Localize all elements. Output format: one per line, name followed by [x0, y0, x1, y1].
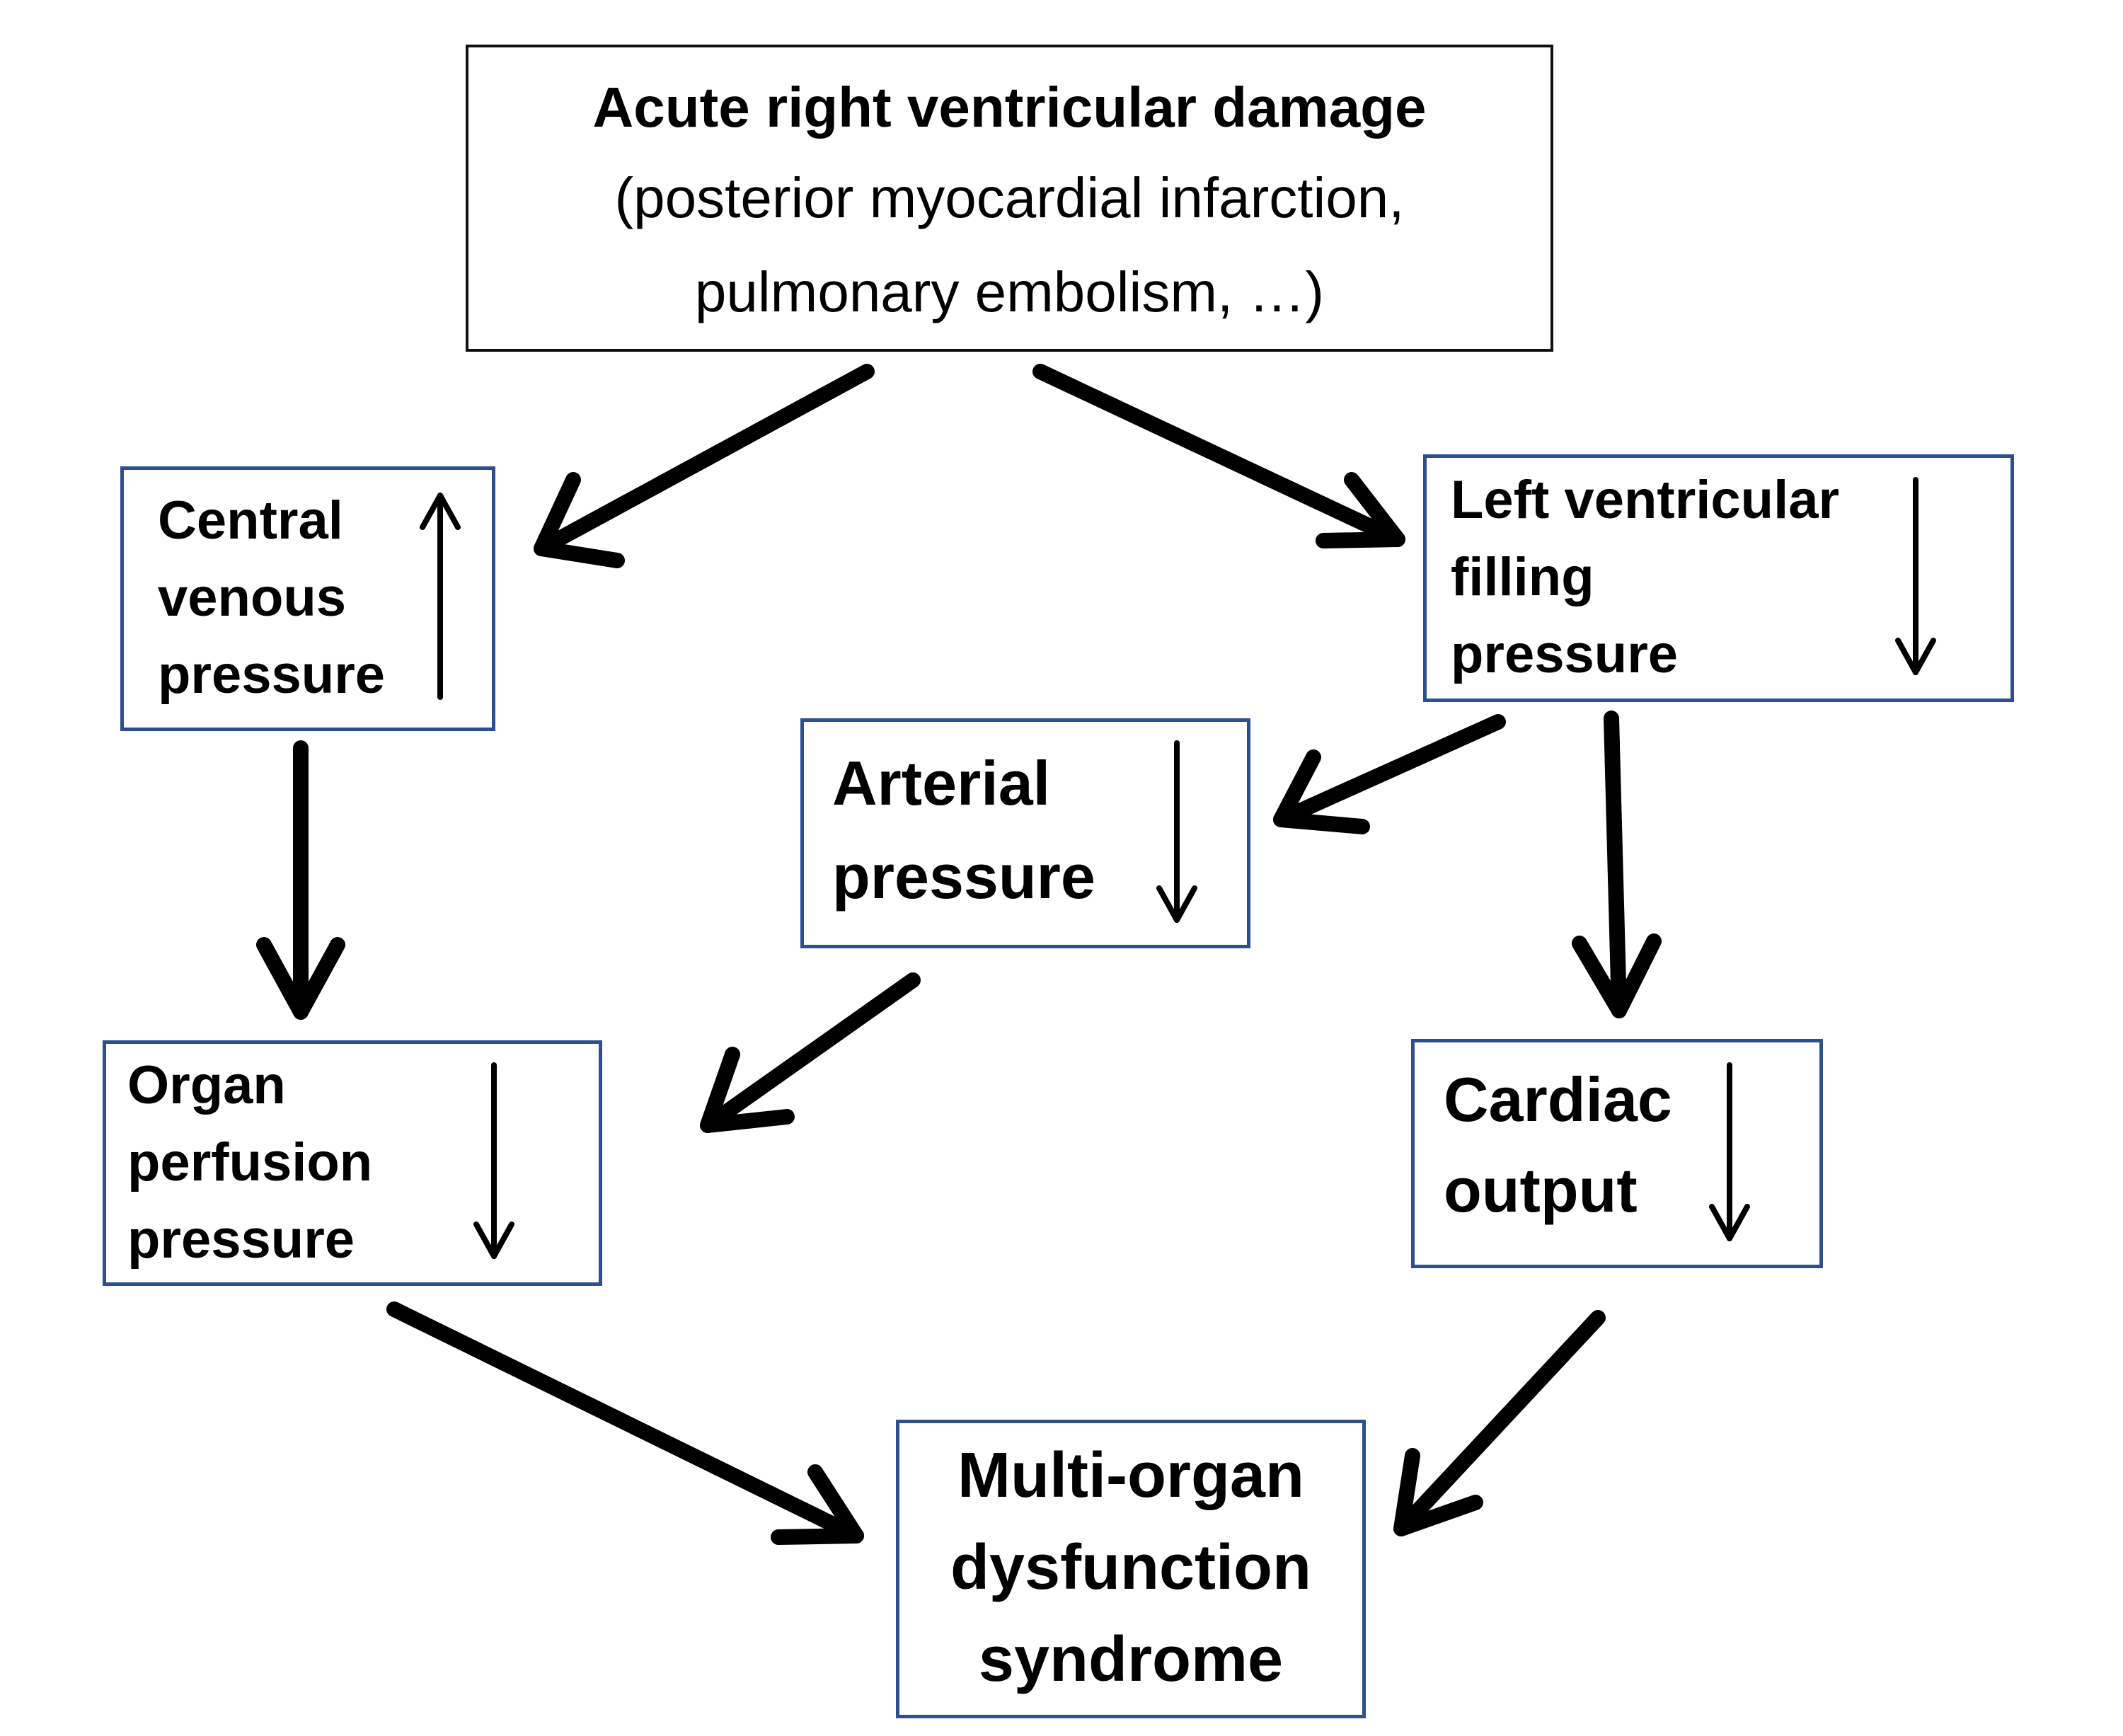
node-lvfp-line-1: Left ventricular [1451, 470, 1840, 530]
arrow-ap-to-opp [700, 972, 921, 1133]
node-co-line-1: Cardiac [1444, 1064, 1672, 1134]
node-cardiac-output [1411, 1039, 1823, 1268]
node-cvp-line-3: pressure [158, 645, 386, 705]
node-ap-line-1: Arterial [832, 748, 1051, 818]
node-opp-line-2: perfusion [127, 1132, 373, 1192]
node-acute-rv-damage-title: Acute right ventricular damage [592, 76, 1427, 139]
node-ap-line-2: pressure [832, 841, 1095, 912]
node-organ-perfusion-pressure [103, 1040, 602, 1286]
node-mods-line-3: syndrome [978, 1624, 1284, 1695]
arrow-co-to-mods [1393, 1310, 1606, 1536]
node-acute-rv-damage-detail-1: (posterior myocardial infarction, [614, 166, 1405, 229]
node-acute-rv-damage [466, 45, 1553, 352]
node-lvfp-line-3: pressure [1451, 624, 1679, 684]
arrow-lvfp-to-ap [1273, 714, 1506, 834]
node-multi-organ-dysfunction [896, 1420, 1366, 1718]
arrow-root-to-lvfp [1032, 364, 1405, 548]
arrow-opp-to-mods [386, 1301, 864, 1545]
node-cvp-line-1: Central [158, 490, 343, 551]
node-opp-line-1: Organ [127, 1055, 286, 1115]
node-co-line-2: output [1444, 1155, 1638, 1225]
node-lvfp-line-2: filling [1451, 547, 1594, 607]
node-opp-line-3: pressure [127, 1209, 355, 1270]
node-mods-line-2: dysfunction [950, 1532, 1311, 1603]
node-cvp-line-2: venous [158, 568, 347, 628]
arrow-cvp-to-opp [256, 740, 345, 1020]
node-acute-rv-damage-detail-2: pulmonary embolism, …) [694, 260, 1325, 323]
node-mods-line-1: Multi-organ [957, 1440, 1304, 1511]
arrow-lvfp-to-co [1572, 711, 1662, 1018]
arrow-root-to-cvp [534, 364, 875, 568]
